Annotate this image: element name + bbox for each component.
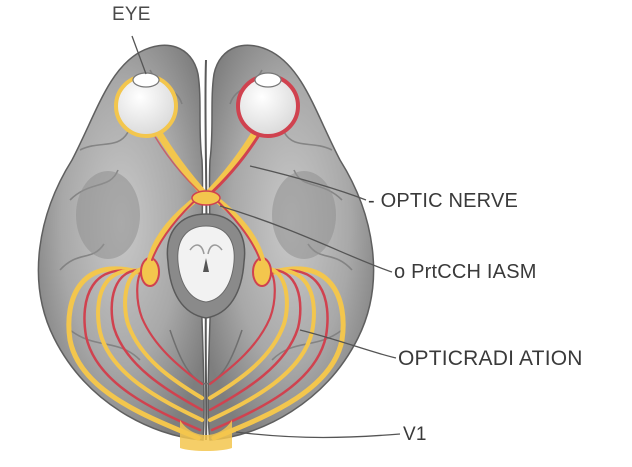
label-optic-nerve: - OPTIC NERVE [368, 190, 518, 213]
optic-chiasm [192, 191, 220, 205]
label-eye: EYE [112, 4, 151, 26]
left-eye [116, 73, 176, 136]
label-v1: V1 [403, 424, 427, 446]
v1-leader-line [236, 432, 400, 438]
right-eye [238, 73, 298, 136]
left-temporal-pole [76, 171, 140, 259]
label-optic-radiation: OPTICRADI ATION [398, 347, 583, 371]
label-optic-chiasm: o PrtCCH IASM [394, 261, 537, 284]
